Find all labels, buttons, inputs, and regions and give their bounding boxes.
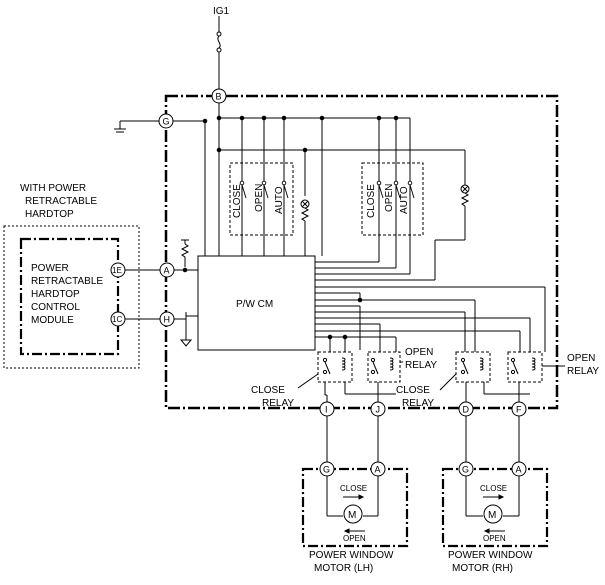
- svg-text:J: J: [376, 405, 381, 415]
- terminal-a: A: [159, 262, 198, 278]
- svg-text:CLOSE: CLOSE: [396, 385, 430, 396]
- svg-text:A: A: [516, 465, 522, 475]
- fuse-symbol: [217, 35, 221, 49]
- svg-text:I: I: [325, 405, 328, 415]
- power-window-motor-rh: G A M CLOSE OPEN: [441, 461, 549, 548]
- svg-text:RELAY: RELAY: [405, 360, 437, 371]
- svg-text:1C: 1C: [112, 315, 122, 324]
- switch-auto-label: AUTO: [399, 186, 410, 214]
- ground-symbol: [179, 339, 193, 347]
- svg-text:RELAY: RELAY: [402, 398, 434, 409]
- svg-text:RETRACTABLE: RETRACTABLE: [25, 196, 97, 207]
- switch-close-label: CLOSE: [366, 184, 377, 218]
- svg-text:CLOSE: CLOSE: [480, 484, 507, 493]
- open-relay-lh: [367, 351, 401, 402]
- svg-text:RETRACTABLE: RETRACTABLE: [31, 276, 103, 287]
- svg-text:MOTOR (RH): MOTOR (RH): [452, 563, 513, 574]
- svg-text:CLOSE: CLOSE: [251, 385, 285, 396]
- switch-assembly-left: CLOSE OPEN AUTO: [229, 162, 294, 236]
- terminal-d: D: [458, 401, 474, 462]
- svg-text:POWER WINDOW: POWER WINDOW: [309, 550, 394, 561]
- svg-text:A: A: [164, 266, 170, 276]
- pwcm-module: P/W CM: [197, 255, 316, 351]
- motor-symbol: [343, 504, 363, 524]
- svg-text:RELAY: RELAY: [262, 398, 294, 409]
- ig1-feed: IG1: [213, 6, 230, 90]
- svg-text:G: G: [462, 465, 469, 475]
- open-relay-rh: [507, 351, 543, 402]
- terminal-f: F: [511, 401, 527, 462]
- relay-output-rails: [315, 261, 546, 352]
- svg-text:B: B: [216, 92, 222, 102]
- svg-text:POWER: POWER: [31, 263, 69, 274]
- svg-text:OPEN: OPEN: [405, 347, 433, 358]
- terminal-g: G: [114, 113, 205, 133]
- motor-symbol: [483, 504, 503, 524]
- pullup-resistor: [180, 243, 190, 267]
- svg-text:WITH POWER: WITH POWER: [20, 183, 86, 194]
- ig1-label: IG1: [213, 6, 230, 17]
- switch-auto-label: AUTO: [274, 186, 285, 214]
- close-relay-lh: [317, 351, 396, 402]
- svg-text:F: F: [516, 405, 522, 415]
- relay-coil: [389, 357, 394, 371]
- illumination-lamp-left: [300, 199, 310, 256]
- svg-text:OPEN: OPEN: [567, 353, 595, 364]
- svg-text:CLOSE: CLOSE: [340, 484, 367, 493]
- terminal-i: I: [319, 401, 335, 462]
- svg-text:A: A: [375, 465, 381, 475]
- svg-text:M: M: [488, 510, 496, 521]
- switch-open-label: OPEN: [384, 184, 395, 212]
- pwcm-label: P/W CM: [236, 299, 273, 310]
- svg-text:OPEN: OPEN: [483, 534, 506, 543]
- relay-coil: [479, 357, 484, 371]
- illumination-lamp-right: [434, 184, 470, 280]
- svg-text:RELAY: RELAY: [567, 366, 599, 377]
- svg-text:1E: 1E: [112, 266, 122, 275]
- relay-coil: [531, 357, 536, 371]
- switch-open-label: OPEN: [254, 184, 265, 212]
- svg-text:HARDTOP: HARDTOP: [31, 289, 80, 300]
- pwcm-boundary: [164, 94, 559, 410]
- relay-coil: [341, 357, 346, 371]
- hardtop-control-module: [19, 237, 120, 356]
- svg-text:D: D: [463, 405, 470, 415]
- switch-assembly-right: CLOSE OPEN AUTO: [361, 162, 424, 236]
- svg-text:POWER WINDOW: POWER WINDOW: [448, 550, 533, 561]
- svg-text:MODULE: MODULE: [31, 315, 74, 326]
- switch-close-label: CLOSE: [232, 184, 243, 218]
- svg-text:HARDTOP: HARDTOP: [25, 209, 74, 220]
- terminal-j: J: [370, 401, 386, 462]
- power-window-motor-lh: G A M CLOSE OPEN: [301, 461, 409, 548]
- hardtop-module-boundary: [3, 225, 140, 369]
- close-relay-rh: [455, 351, 530, 402]
- terminal-h: H: [159, 311, 198, 347]
- svg-text:G: G: [163, 117, 170, 127]
- svg-text:CONTROL: CONTROL: [31, 302, 80, 313]
- terminal-b: B: [211, 88, 227, 104]
- svg-text:MOTOR (LH): MOTOR (LH): [314, 563, 373, 574]
- hardtop-section: WITH POWER RETRACTABLE HARDTOP POWER RET…: [3, 183, 160, 369]
- svg-text:H: H: [164, 315, 171, 325]
- svg-text:OPEN: OPEN: [343, 534, 366, 543]
- svg-text:G: G: [323, 465, 330, 475]
- svg-text:M: M: [348, 510, 356, 521]
